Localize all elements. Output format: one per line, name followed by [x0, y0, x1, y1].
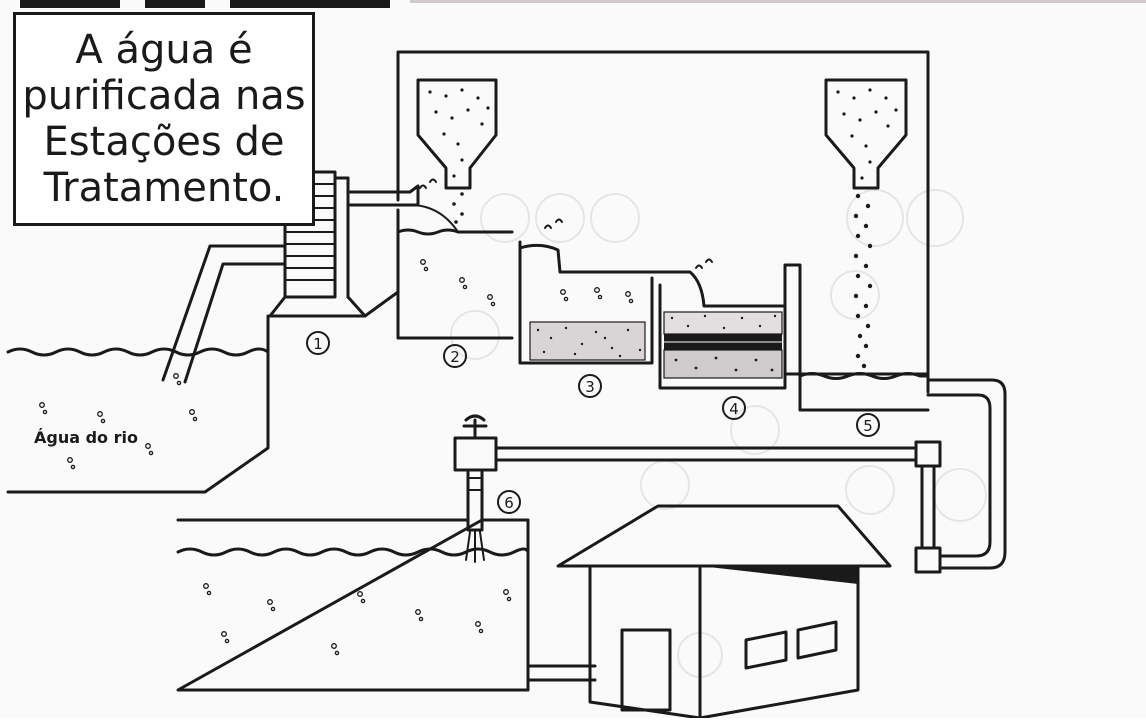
house: [556, 504, 892, 720]
step-marker-5: [856, 413, 880, 437]
tank-4: [650, 263, 930, 412]
water-splashes: [419, 178, 713, 269]
river-bubbles: [39, 373, 198, 470]
step-marker-4: [722, 396, 746, 420]
title-line-2: purificada nas: [22, 73, 306, 119]
valve-faucet: [453, 414, 498, 563]
title-line-4: Tratamento.: [43, 165, 285, 211]
title-line-3: Estações de: [43, 119, 285, 165]
tank-3: [518, 240, 654, 365]
river: [6, 314, 270, 494]
treatment-building: [396, 50, 930, 394]
step-number-6: 6: [504, 494, 514, 512]
step-markers: 1 2 3 4 5 6: [306, 331, 880, 514]
tank-5: [783, 372, 930, 380]
title-box: A água é purificada nas Estações de Trat…: [13, 12, 315, 226]
top-border: [20, 0, 1146, 8]
chemical-hopper-right: [824, 78, 908, 369]
step-marker-1: [306, 331, 330, 355]
tank-2: [396, 204, 514, 307]
step-marker-6: [497, 490, 521, 514]
title-line-1: A água é: [75, 27, 253, 73]
step-number-4: 4: [729, 400, 739, 418]
step-number-1: 1: [313, 335, 323, 353]
step-marker-2: [443, 344, 467, 368]
chemical-stream: [853, 193, 873, 369]
step-number-5: 5: [863, 417, 873, 435]
river-label: Água do rio: [34, 428, 138, 447]
background-ghost-letters: [450, 189, 987, 678]
step-marker-3: [578, 374, 602, 398]
intake-pipe: [161, 244, 287, 384]
distribution-pipe: [494, 378, 1007, 574]
reservoir: [176, 518, 597, 692]
chemical-hopper-left: [416, 78, 498, 224]
step-number-2: 2: [450, 348, 460, 366]
step-number-3: 3: [585, 378, 595, 396]
